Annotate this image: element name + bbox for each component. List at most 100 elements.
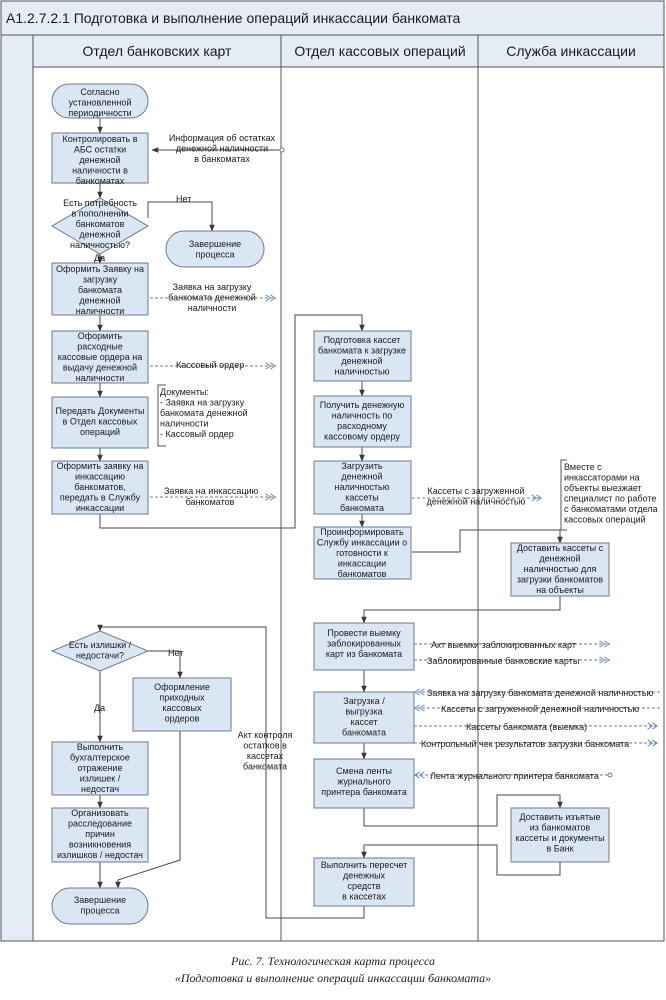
process-accounting <box>51 741 149 796</box>
doc-act-control-line: Акт контроля <box>238 730 293 740</box>
p-collect-req-line: инкассации <box>76 503 124 513</box>
p-receive-cash-line: Получить денежную <box>320 400 405 410</box>
end-terminator-1 <box>165 230 265 268</box>
p-deliver-line: денежной <box>539 554 580 564</box>
decision-1-line: банкоматов <box>76 219 125 229</box>
p-inform-line: Проинформировать <box>320 527 404 537</box>
process-control-balances <box>51 132 149 184</box>
process-withdraw-cards <box>313 622 415 671</box>
process-deliver-cassettes <box>510 542 610 597</box>
doc-loaded-cassettes-line: Кассеты с загруженной <box>428 486 525 496</box>
connectors <box>97 118 563 919</box>
info-source-dot <box>279 147 285 153</box>
p-investigation-line: возникновения <box>69 840 131 850</box>
tape-doc-label: Лента журнального принтера банкомата <box>430 771 599 781</box>
p-orders-line: выдачу денежной <box>63 363 137 373</box>
p-request-line: банкомата <box>78 285 122 295</box>
p-load-cassettes-line: кассеты <box>345 493 378 503</box>
p-load-unload-line: банкомата <box>342 728 386 738</box>
decision-2-line: Есть излишки / <box>69 640 132 650</box>
p-accounting-line: бухгалтерское <box>70 753 130 763</box>
p-recount-line: Выполнить пересчет <box>321 860 408 870</box>
shapes <box>50 83 610 925</box>
start-terminator <box>51 83 149 119</box>
p-recount-line: в кассетах <box>342 892 386 902</box>
p-load-cassettes-line: Загрузить <box>341 461 382 471</box>
note-specialist-line: кассовых операций <box>564 515 646 525</box>
p-recount-line: средств <box>348 881 381 891</box>
p-tape-line: принтера банкомата <box>321 787 406 797</box>
decision-1-line: денежной <box>79 230 120 240</box>
p-bring-back-line: кассеты и документы <box>516 833 605 843</box>
doc-loaded-cassettes-line: денежной наличностью <box>427 497 526 507</box>
doc-act-control-line: остатков в <box>243 741 287 751</box>
document-flows <box>150 294 660 779</box>
p-receive-cash-line: кассовому ордеру <box>324 432 400 442</box>
docs-list-line: наличности <box>160 419 209 429</box>
p-orders-line: расходные <box>77 342 122 352</box>
p-income-orders-line: Оформление <box>154 682 210 692</box>
p-inform-line: банкоматов <box>338 569 387 579</box>
process-income-orders <box>132 677 232 732</box>
p-control-line: наличности в <box>72 166 128 176</box>
doc-request-line: наличности <box>188 303 237 313</box>
p-withdraw-line: Провести выемку <box>327 628 401 638</box>
info-balances-line: денежной наличности <box>176 144 268 154</box>
caption-figure: Рис. 7. Технологическая карта процесса <box>231 954 435 968</box>
info-balances-line: в банкоматах <box>194 154 250 164</box>
docs-list-line: банкомата денежной <box>160 408 248 418</box>
decision-surplus-shortage <box>50 630 150 672</box>
process-make-request <box>51 262 149 316</box>
process-change-tape <box>313 758 415 809</box>
p-investigation-line: излишков / недостач <box>57 850 143 860</box>
process-bring-back <box>510 807 610 863</box>
p-prep-cassettes-line: банкомата к загрузке <box>318 346 406 356</box>
p-investigation-line: Организовать <box>71 808 129 818</box>
p-request-line: денежной <box>79 296 120 306</box>
p-prep-cassettes-line: Подготовка кассет <box>324 335 401 345</box>
info-balances-line: Информация об остатках <box>169 133 276 143</box>
p-bring-back-line: из банкоматов <box>530 823 591 833</box>
p-load-unload-line: Загрузка / <box>343 696 385 706</box>
process-load-cassettes <box>313 460 412 515</box>
lane-header-cards: Отдел банковских карт <box>83 43 232 59</box>
lane-header-bar <box>32 34 665 68</box>
note-specialist-line: инкассаторами на <box>564 473 640 483</box>
p-collect-req-line: банкоматов, <box>74 482 125 492</box>
p-request-line: загрузку <box>83 275 118 285</box>
p-collect-req-line: инкассацию <box>75 472 125 482</box>
p-control-line: Контролировать в <box>62 134 137 144</box>
doc-request-line: Заявка на загрузку <box>173 282 252 292</box>
note-specialist-line: Вместе с <box>564 462 602 472</box>
end-1-line: процесса <box>196 250 235 260</box>
decision-2-line: недостачи? <box>76 651 124 661</box>
decision-2-label: Есть излишки /недостачи? <box>69 640 132 661</box>
p-control-line: банкоматах <box>76 176 125 186</box>
tape-source-dot <box>607 772 613 778</box>
doc-act-control-line: банкомата <box>243 762 287 772</box>
p-investigation-line: причин <box>85 829 115 839</box>
process-collection-request <box>51 460 149 515</box>
no-label-2: Нет <box>168 648 183 658</box>
p-deliver-line: загрузки банкоматов <box>517 575 603 585</box>
p-receive-cash-line: расходному <box>337 421 387 431</box>
p-bring-back-line: Доставить изъятые <box>520 812 601 822</box>
caption-process: «Подготовка и выполнение операций инкасс… <box>174 971 492 985</box>
blocked-act-label: Акт выемки заблокированных карт <box>431 640 576 650</box>
